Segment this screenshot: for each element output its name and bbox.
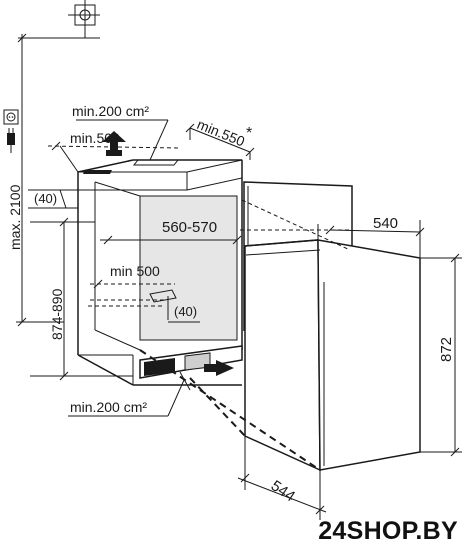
bottom-vent-label: min.200 cm² [70,399,147,415]
power-plug-icon [7,128,15,153]
arrow-in-icon [204,360,234,376]
socket-icon [3,109,19,125]
appliance-body [244,239,421,472]
appliance-width-label: 540 [373,215,398,232]
inner-offset-label: (40) [174,304,197,319]
appliance-depth-label: 544 [268,477,298,505]
inner-depth-dimension: min 500 [88,263,177,307]
max-height-label: max. 2100 [7,184,23,250]
appliance-height-label: 872 [438,337,455,362]
top-vent-label: min.200 cm² [72,103,149,119]
bottom-vent-annotation: min.200 cm² [68,379,185,417]
niche-height-label: 874-890 [49,288,65,340]
appliance-height-dimension: 872 [420,253,462,457]
inner-depth-label: min 500 [110,263,160,279]
crosshair-icon [68,0,100,38]
top-offset-dimension: (40) [28,189,78,209]
max-height-dimension: max. 2100 [7,33,100,327]
top-depth-star: * [246,125,252,142]
niche-height-dimension: 874-890 [30,217,133,381]
cabinet-niche [77,159,243,386]
top-depth-label: min.550 [195,116,247,150]
inner-offset-dimension: (40) [167,296,200,323]
top-depth-dimension: min.550 * [185,116,255,160]
arrow-up-icon [102,131,126,156]
top-vent-annotation: min.200 cm² [72,103,169,161]
top-offset-label: (40) [34,191,57,206]
top-width-label: min.500 [70,130,120,146]
inner-width-dimension: 560-570 [100,219,242,245]
top-width-dimension: min.500 [47,130,181,173]
brand-watermark: 24SHOP.BY [318,517,458,545]
guide-lines [139,199,351,471]
inner-width-label: 560-570 [162,219,217,236]
